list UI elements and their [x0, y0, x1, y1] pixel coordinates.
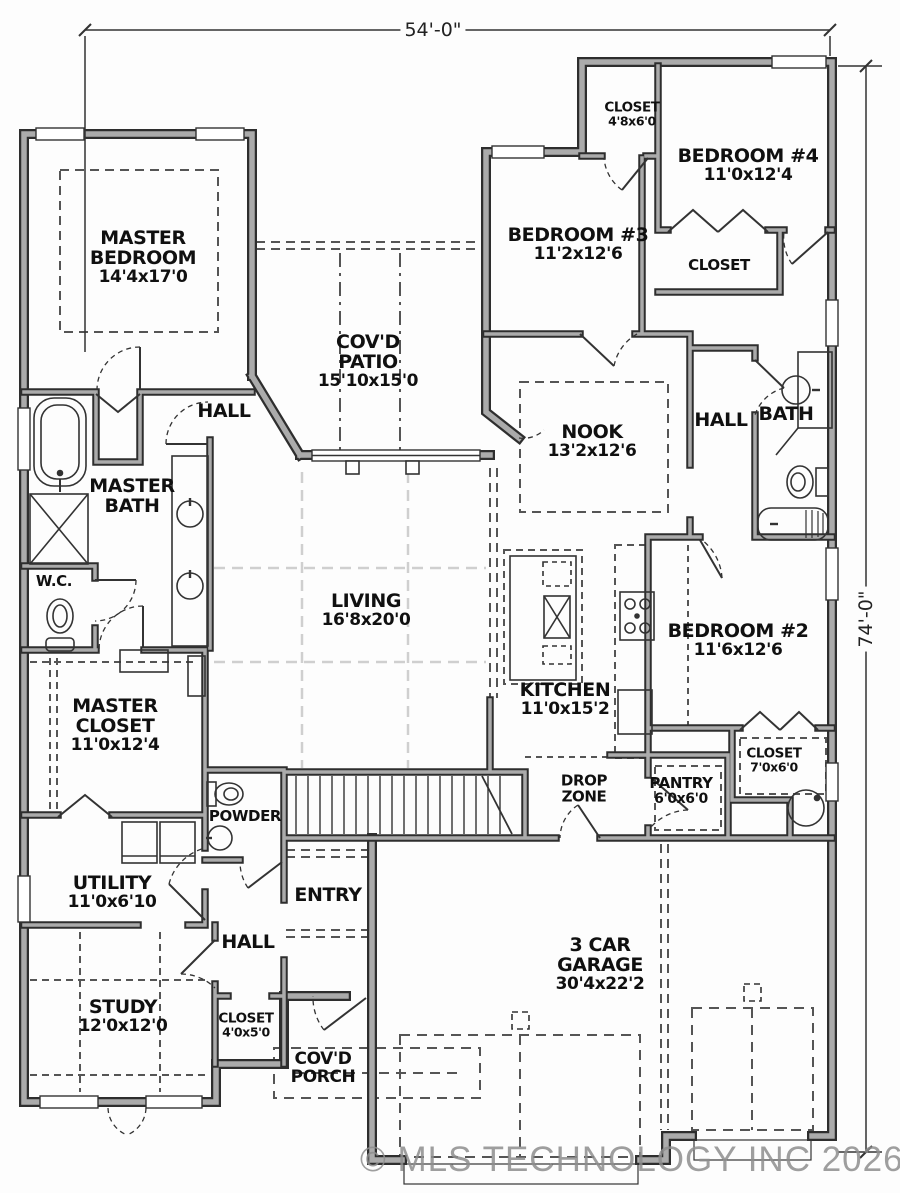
room-label-master-bedroom: MASTER BEDROOM 14'4x17'0 [68, 227, 218, 288]
garage-post [743, 983, 762, 1002]
room-label-powder: POWDER [208, 807, 282, 826]
cooktop-icon [619, 591, 655, 641]
room-name: MASTER BEDROOM [89, 227, 197, 270]
room-label-nook: NOOK 13'2x12'6 [547, 421, 637, 462]
room-label-entry: ENTRY [294, 884, 362, 907]
toilet-icon [45, 598, 75, 652]
shower-icon [29, 493, 89, 565]
room-label-drop-zone: DROP ZONE [560, 771, 608, 805]
fixtures [29, 351, 833, 1185]
dryer-icon [159, 821, 196, 864]
garage-door-apron [693, 1139, 812, 1161]
room-label-garage: 3 CAR GARAGE 30'4x22'2 [555, 934, 645, 995]
kitchen-sink-icon [543, 595, 571, 639]
room-label-study: STUDY 12'0x12'0 [78, 996, 168, 1037]
room-label-hall-entry: HALL [221, 931, 275, 954]
room-label-kitchen: KITCHEN 11'0x15'2 [519, 679, 611, 720]
dimension-height-label: 74'-0" [855, 586, 877, 652]
windows [17, 55, 839, 1109]
watermark-text: © MLS TECHNOLOGY INC 2026 [360, 1140, 900, 1179]
bathtub-icon [757, 507, 829, 541]
room-label-hall-bedrooms: HALL [694, 409, 748, 432]
room-label-hall-master: HALL [197, 400, 251, 423]
room-label-wc: W.C. [35, 572, 73, 591]
room-label-master-closet: MASTER CLOSET 11'0x12'4 [70, 695, 160, 756]
toilet-icon [206, 781, 244, 807]
room-size: 14'4x17'0 [98, 267, 188, 288]
dimension-width-label: 54'-0" [400, 19, 466, 41]
room-label-covd-patio: COV'D PATIO 15'10x15'0 [317, 331, 419, 392]
garage-post [511, 1011, 530, 1030]
oven-icon [617, 689, 653, 735]
room-label-master-bath: MASTER BATH [89, 475, 175, 517]
room-label-bedroom-3: BEDROOM #3 11'2x12'6 [507, 224, 649, 265]
room-label-closet-bed2: CLOSET 7'0x6'0 [746, 745, 802, 775]
kitchen-island [509, 555, 577, 681]
sink-icon [781, 375, 811, 405]
room-label-bedroom-4: BEDROOM #4 11'0x12'4 [677, 145, 819, 186]
washer-icon [121, 821, 158, 864]
room-label-closet-bed4-upper: CLOSET 4'8x6'0 [604, 99, 660, 129]
room-label-closet-bed4-lower: CLOSET [688, 256, 750, 275]
room-label-pantry: PANTRY 6'0x6'0 [649, 773, 713, 807]
stairs [295, 775, 513, 835]
doors [57, 157, 829, 1136]
room-label-covd-porch: COV'D PORCH [290, 1049, 356, 1087]
bathtub-icon [33, 397, 87, 492]
interior-walls [20, 62, 836, 1068]
garage-door-apron [403, 1163, 639, 1185]
room-label-living: LIVING 16'8x20'0 [321, 590, 411, 631]
toilet-icon [786, 465, 829, 499]
room-label-bath: BATH [758, 403, 814, 426]
room-label-utility: UTILITY 11'0x6'10 [67, 872, 157, 913]
bath-fixtures [757, 351, 833, 541]
room-label-closet-study: CLOSET 4'0x5'0 [218, 1010, 274, 1040]
vanity-sinks [171, 455, 209, 647]
water-heater-icon [787, 789, 825, 827]
room-label-bedroom-2: BEDROOM #2 11'6x12'6 [667, 620, 809, 661]
